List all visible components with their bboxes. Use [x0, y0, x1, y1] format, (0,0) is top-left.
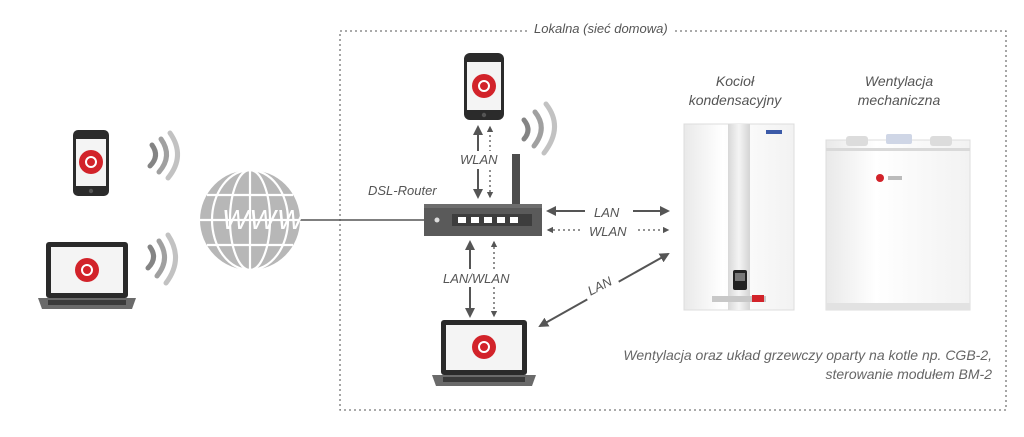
internet-globe-icon	[200, 168, 300, 272]
app-logo-icon	[75, 258, 99, 282]
boiler-label: Kocioł kondensacyjny	[688, 73, 782, 108]
local-network-title: Lokalna (sieć domowa)	[528, 21, 674, 36]
wifi-waves-icon	[145, 232, 178, 286]
lan-right-label: LAN	[594, 205, 620, 220]
dsl-router	[424, 154, 542, 236]
left-smartphone	[73, 130, 109, 196]
label-mask	[585, 203, 633, 220]
wlan-right-label: WLAN	[589, 224, 627, 239]
lan-wlan-label: LAN/WLAN	[443, 271, 510, 286]
app-logo-icon	[472, 74, 496, 98]
wifi-waves-icon	[147, 130, 180, 181]
top-smartphone	[464, 53, 504, 120]
wifi-waves-icon	[521, 101, 557, 156]
condensing-boiler	[683, 123, 795, 311]
label-mask	[454, 151, 506, 169]
router-label: DSL-Router	[368, 183, 437, 198]
bottom-laptop	[432, 320, 536, 386]
ventilation-unit	[825, 134, 971, 311]
label-mask	[580, 269, 622, 305]
label-mask	[438, 269, 528, 287]
label-mask	[582, 222, 638, 239]
wlan-top-label: WLAN	[460, 152, 498, 167]
ventilation-label: Wentylacja mechaniczna	[857, 73, 941, 108]
left-laptop	[38, 242, 136, 309]
system-caption: Wentylacja oraz układ grzewczy oparty na…	[623, 347, 992, 382]
app-logo-icon	[79, 150, 103, 174]
app-logo-icon	[472, 335, 496, 359]
internet-label: WWW	[222, 204, 305, 235]
